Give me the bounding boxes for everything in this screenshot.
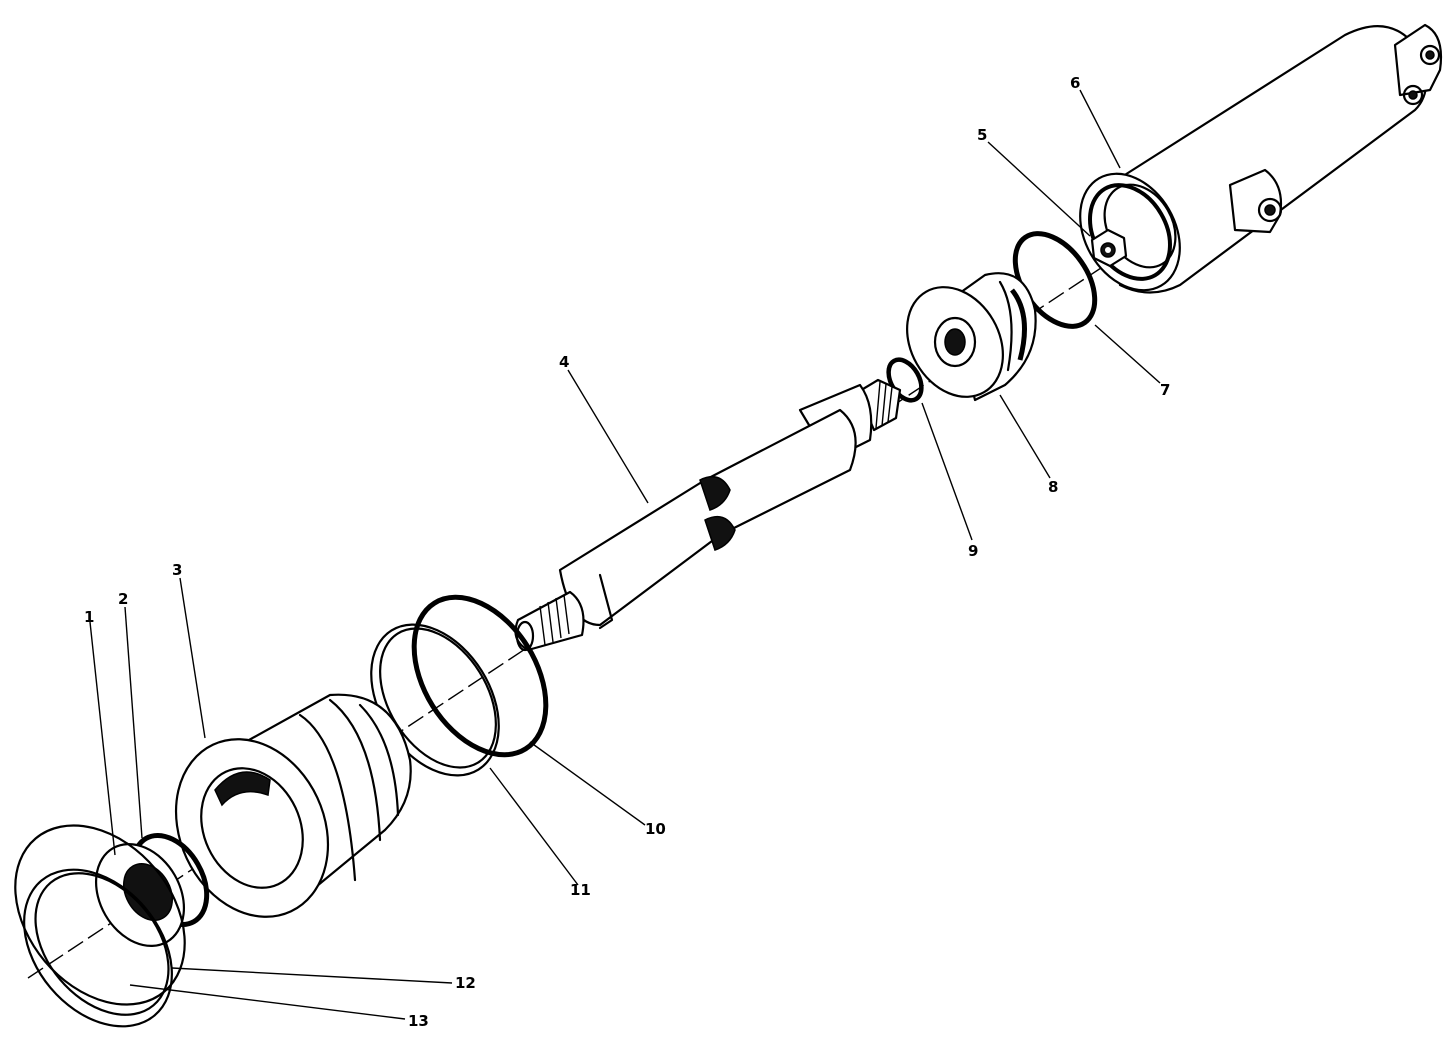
leader-4 xyxy=(567,369,649,504)
nut-part xyxy=(1090,228,1128,268)
callout-3: 3 xyxy=(172,561,182,579)
leader-1 xyxy=(89,621,116,856)
wiper-part xyxy=(94,843,186,947)
callout-4: 4 xyxy=(559,353,569,371)
callout-6: 6 xyxy=(1070,74,1080,92)
callout-labels: 1 2 3 4 5 6 7 8 9 10 11 12 13 xyxy=(84,74,1170,1030)
callout-7: 7 xyxy=(1160,381,1170,399)
leader-9 xyxy=(921,402,973,541)
lock-ring-13-part xyxy=(23,868,173,1028)
leader-2 xyxy=(124,606,143,839)
callout-10: 10 xyxy=(645,820,666,838)
callout-1: 1 xyxy=(84,608,94,626)
callout-8: 8 xyxy=(1048,478,1058,496)
leader-13 xyxy=(129,984,406,1020)
callout-13: 13 xyxy=(408,1012,429,1030)
callout-12: 12 xyxy=(455,974,476,992)
leader-12 xyxy=(171,967,453,984)
leader-7 xyxy=(1094,324,1161,384)
cylinder-barrel-part xyxy=(1079,23,1443,294)
leader-3 xyxy=(179,577,206,739)
piston-part xyxy=(906,272,1037,402)
o-ring-10-part xyxy=(411,594,549,758)
leader-6 xyxy=(1079,89,1121,169)
callout-2: 2 xyxy=(118,590,128,608)
leader-11 xyxy=(489,767,579,886)
gland-part xyxy=(174,693,412,918)
piston-rod-part xyxy=(514,378,902,652)
leader-10 xyxy=(529,741,646,826)
callout-11: 11 xyxy=(570,881,591,899)
leader-5 xyxy=(987,141,1091,237)
callout-5: 5 xyxy=(977,126,987,144)
callout-9: 9 xyxy=(968,542,978,560)
leader-8 xyxy=(999,394,1051,479)
leader-lines xyxy=(89,89,1161,1020)
